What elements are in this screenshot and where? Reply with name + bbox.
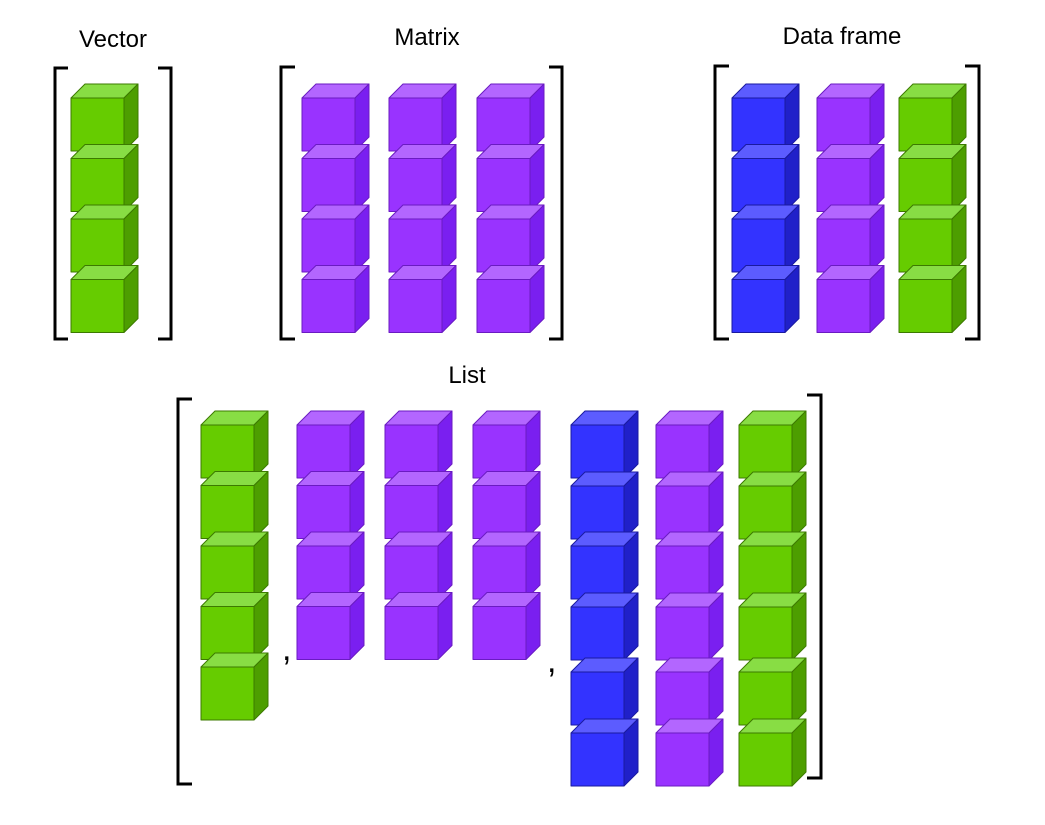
data-frame-cubes-cube	[731, 265, 800, 333]
list-data-frame-cubes-cube	[655, 592, 724, 661]
list-data-frame-cubes-cube	[738, 531, 807, 600]
list-data-frame-cubes-cube	[738, 471, 807, 540]
matrix-cubes-cube	[301, 144, 370, 212]
list-left-bracket	[176, 397, 192, 786]
matrix-cubes-cube	[301, 204, 370, 273]
list-data-frame-cubes-cube	[570, 471, 639, 540]
data-frame-cubes-cube	[816, 144, 885, 212]
data-frame-title: Data frame	[783, 23, 902, 50]
list-matrix-cubes-cube	[384, 471, 453, 539]
list-matrix-cubes-cube	[472, 531, 541, 600]
list-matrix-cubes-cube	[296, 471, 365, 539]
list-data-frame-cubes-cube	[570, 718, 639, 787]
list-matrix-cubes-cube	[296, 592, 365, 660]
list-separator-comma-2: ,	[547, 642, 556, 680]
matrix-cubes-cube	[476, 204, 545, 273]
list-data-frame-cubes-cube	[570, 657, 639, 726]
list-matrix-cubes-cube	[384, 592, 453, 660]
matrix-left-bracket	[279, 65, 295, 341]
vector-right-bracket	[158, 66, 173, 341]
data-frame-cubes-cube	[731, 204, 800, 273]
vector-cubes-cube	[70, 265, 139, 333]
matrix-cubes-cube	[476, 83, 545, 152]
data-frame-right-bracket	[965, 64, 981, 341]
matrix-cubes-cube	[388, 265, 457, 333]
list-data-frame-cubes-cube	[655, 718, 724, 787]
list-data-frame-cubes-cube	[570, 531, 639, 600]
data-frame-cubes-cube	[731, 83, 800, 152]
matrix-cubes-cube	[301, 265, 370, 333]
cube-groups	[70, 83, 967, 787]
list-data-frame-cubes-cube	[655, 471, 724, 540]
matrix-right-bracket	[549, 65, 564, 341]
data-frame-cubes-cube	[816, 204, 885, 273]
list-vector-cubes-cube	[200, 592, 269, 660]
data-frame-cubes-cube	[898, 204, 967, 273]
list-vector-cubes-cube	[200, 531, 269, 600]
vector-cubes-cube	[70, 204, 139, 273]
vector-title: Vector	[79, 26, 147, 53]
list-vector-cubes-cube	[200, 471, 269, 539]
matrix-cubes-cube	[476, 144, 545, 212]
matrix-cubes-cube	[388, 204, 457, 273]
list-data-frame-cubes-cube	[738, 718, 807, 787]
list-matrix-cubes-cube	[472, 410, 541, 479]
data-frame-cubes-cube	[898, 144, 967, 212]
list-matrix-cubes-cube	[472, 592, 541, 660]
list-matrix-cubes-cube	[384, 410, 453, 479]
list-vector-cubes	[200, 410, 269, 721]
list-data-frame-cubes-cube	[655, 531, 724, 600]
list-matrix-cubes-cube	[296, 410, 365, 479]
data-frame-cubes-cube	[731, 144, 800, 212]
data-frame-left-bracket	[713, 64, 729, 341]
data-frame-cubes-cube	[898, 265, 967, 333]
list-data-frame-cubes-cube	[738, 657, 807, 726]
list-title: List	[448, 362, 486, 389]
matrix-cubes-cube	[388, 144, 457, 212]
list-separator-comma-1: ,	[282, 630, 291, 668]
list-data-frame-cubes-cube	[738, 592, 807, 661]
matrix-cubes-cube	[301, 83, 370, 152]
list-vector-cubes-cube	[200, 410, 269, 479]
data-frame-cubes-cube	[898, 83, 967, 152]
data-frame-cubes	[731, 83, 967, 333]
list-vector-cubes-cube	[200, 652, 269, 721]
list-data-frame-cubes-cube	[570, 592, 639, 661]
list-matrix-cubes-cube	[296, 531, 365, 600]
list-data-frame-cubes-cube	[738, 410, 807, 479]
list-data-frame-cubes-cube	[655, 657, 724, 726]
list-right-bracket	[807, 393, 823, 780]
list-matrix-cubes-cube	[384, 531, 453, 600]
vector-cubes-cube	[70, 83, 139, 152]
list-data-frame-cubes-cube	[570, 410, 639, 479]
data-frame-cubes-cube	[816, 83, 885, 152]
list-matrix-cubes	[296, 410, 541, 660]
vector-cubes-cube	[70, 144, 139, 212]
list-data-frame-cubes-cube	[655, 410, 724, 479]
list-data-frame-cubes	[570, 410, 807, 787]
matrix-title: Matrix	[394, 24, 459, 51]
list-matrix-cubes-cube	[472, 471, 541, 539]
matrix-cubes-cube	[388, 83, 457, 152]
vector-cubes	[70, 83, 139, 333]
data-frame-cubes-cube	[816, 265, 885, 333]
vector-left-bracket	[53, 66, 68, 341]
matrix-cubes-cube	[476, 265, 545, 333]
matrix-cubes	[301, 83, 545, 333]
